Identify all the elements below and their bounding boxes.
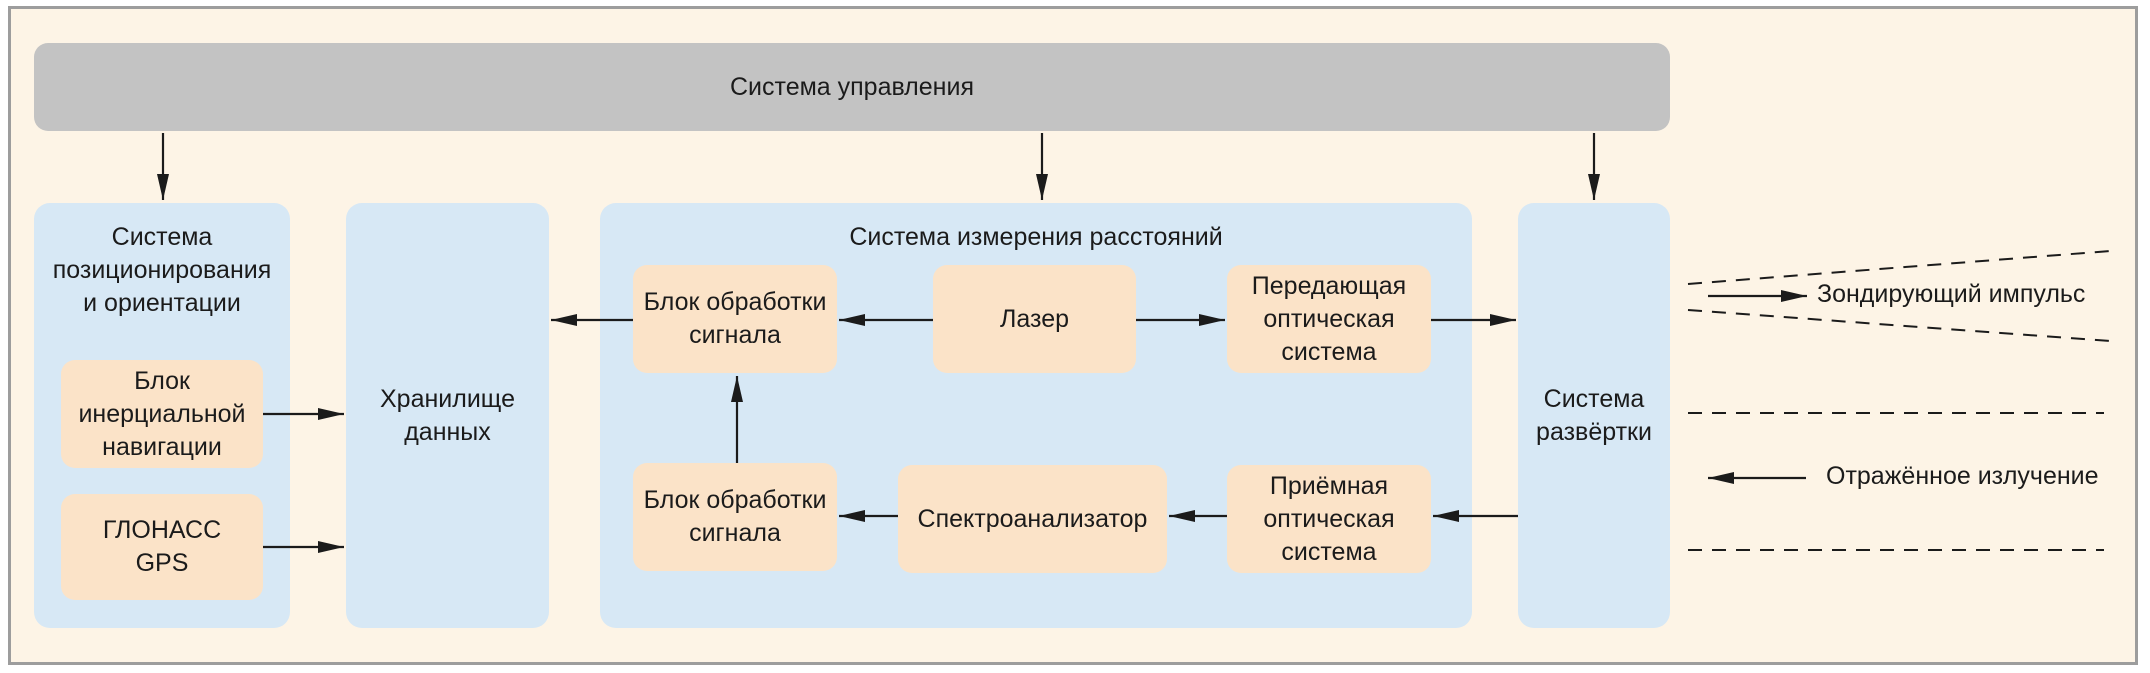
rx-optics-line-2: оптическая bbox=[1263, 504, 1395, 533]
beam-upper-line bbox=[1687, 250, 2111, 285]
positioning-title-line-3: и ориентации bbox=[83, 289, 241, 317]
storage-line-2: данных bbox=[404, 417, 491, 446]
signal-top-line-1: Блок обработки bbox=[643, 288, 827, 316]
tx-optics-block: Передающая оптическая система bbox=[1227, 265, 1431, 373]
scan-system-block: Система развёртки bbox=[1518, 203, 1670, 628]
inertial-line-2: инерциальной bbox=[78, 399, 246, 428]
scan-line-2: развёртки bbox=[1536, 417, 1652, 446]
positioning-title-line-2: позиционирования bbox=[52, 256, 272, 284]
control-system-label: Система управления bbox=[730, 72, 974, 101]
laser-label: Лазер bbox=[999, 304, 1070, 333]
control-system-block: Система управления bbox=[34, 43, 1670, 131]
gnss-block: ГЛОНАСС GPS bbox=[61, 494, 263, 600]
scan-line-1: Система bbox=[1543, 384, 1645, 413]
signal-top-line-2: сигнала bbox=[689, 321, 781, 349]
tx-optics-line-3: система bbox=[1281, 337, 1377, 366]
tx-optics-line-2: оптическая bbox=[1263, 304, 1395, 333]
ranging-system-title: Система измерения расстояний bbox=[849, 223, 1223, 251]
laser-block: Лазер bbox=[933, 265, 1136, 373]
rx-optics-block: Приёмная оптическая система bbox=[1227, 465, 1431, 573]
data-storage-block: Хранилище данных bbox=[346, 203, 549, 628]
signal-bottom-line-2: сигнала bbox=[689, 519, 781, 547]
inertial-line-1: Блок bbox=[134, 366, 190, 395]
gnss-line-2: GPS bbox=[135, 549, 189, 577]
spectrum-analyzer-block: Спектроанализатор bbox=[898, 465, 1167, 573]
spectrum-analyzer-label: Спектроанализатор bbox=[917, 504, 1148, 533]
beam-lower-line bbox=[1687, 309, 2111, 342]
signal-processing-bottom-block: Блок обработки сигнала bbox=[633, 463, 837, 571]
inertial-navigation-block: Блок инерциальной навигации bbox=[61, 360, 263, 468]
tx-optics-line-1: Передающая bbox=[1251, 271, 1407, 300]
inertial-line-3: навигации bbox=[102, 432, 222, 461]
rx-optics-line-1: Приёмная bbox=[1269, 471, 1389, 500]
reflected-radiation-label: Отражённое излучение bbox=[1826, 462, 2099, 490]
storage-line-1: Хранилище bbox=[380, 384, 515, 413]
positioning-title-line-1: Система bbox=[111, 223, 213, 251]
rx-optics-line-3: система bbox=[1281, 537, 1377, 566]
probe-pulse-label: Зондирующий импульс bbox=[1817, 280, 2086, 308]
signal-processing-top-block: Блок обработки сигнала bbox=[633, 265, 837, 373]
gnss-line-1: ГЛОНАСС bbox=[102, 516, 222, 544]
signal-bottom-line-1: Блок обработки bbox=[643, 486, 827, 514]
